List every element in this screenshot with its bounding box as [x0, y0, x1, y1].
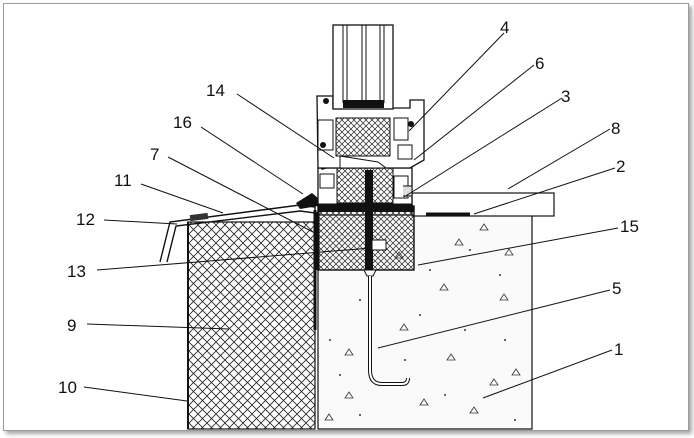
callout-14: 14 [206, 81, 225, 100]
concrete-dots [329, 249, 516, 421]
callout-1: 1 [614, 340, 623, 359]
callout-6: 6 [535, 54, 544, 73]
leader-lines [83, 32, 619, 402]
insulation-layer [187, 221, 316, 430]
sill-seal-tape [189, 212, 209, 222]
callout-13: 13 [67, 262, 86, 281]
callout-3: 3 [561, 87, 570, 106]
callout-9: 9 [67, 316, 76, 335]
callout-4: 4 [500, 18, 509, 37]
callout-7: 7 [150, 145, 159, 164]
callout-10: 10 [58, 378, 77, 397]
fixing-anchor [363, 170, 410, 386]
callout-16: 16 [173, 113, 192, 132]
sill-end-seal [296, 193, 318, 209]
callout-12: 12 [76, 210, 95, 229]
concrete-aggregate [324, 223, 521, 421]
callout-5: 5 [612, 279, 621, 298]
external-window-sill [159, 193, 318, 263]
interior-window-board [411, 192, 555, 217]
callout-labels: 4 6 3 8 2 15 5 1 14 16 7 11 12 13 9 10 [58, 18, 639, 397]
callout-11: 11 [114, 171, 132, 190]
glazing-unit [332, 24, 394, 110]
callout-15: 15 [620, 217, 639, 236]
window-sash-profile [316, 95, 425, 169]
callout-2: 2 [616, 157, 625, 176]
callout-8: 8 [611, 119, 620, 138]
